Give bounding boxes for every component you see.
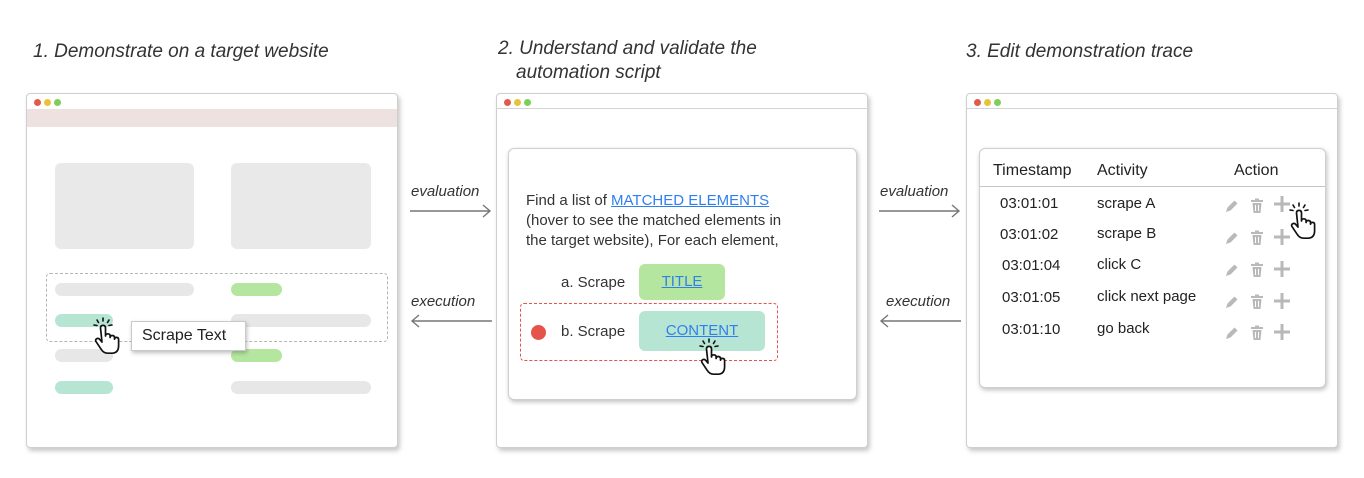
plus-icon[interactable] <box>1273 292 1291 310</box>
list-item-bar <box>231 283 282 296</box>
list-item-bar <box>55 381 113 394</box>
plus-icon[interactable] <box>1273 323 1291 341</box>
active-step-box <box>520 303 778 361</box>
minimize-dot[interactable] <box>44 99 51 106</box>
execution-arrow <box>879 314 961 328</box>
step2-title-line2: automation script <box>516 62 661 83</box>
hand-cursor-icon <box>93 317 120 355</box>
browser-toolbar <box>27 109 397 127</box>
row-activity[interactable]: click next page <box>1097 288 1197 305</box>
row-activity[interactable]: click C <box>1097 256 1142 273</box>
header-action: Action <box>1234 162 1279 179</box>
plus-icon[interactable] <box>1273 260 1291 278</box>
titlebar-divider <box>967 108 1337 109</box>
list-item-bar <box>231 314 371 327</box>
plus-icon[interactable] <box>1273 195 1291 213</box>
trash-icon[interactable] <box>1248 229 1266 247</box>
row-timestamp: 03:01:02 <box>1000 226 1059 243</box>
row-activity[interactable]: scrape B <box>1097 225 1157 242</box>
plus-icon[interactable] <box>1273 228 1291 246</box>
evaluation-label: evaluation <box>880 183 949 200</box>
step-a-label: a. Scrape <box>561 274 626 291</box>
row-timestamp: 03:01:05 <box>1002 289 1061 306</box>
scrape-text-tooltip[interactable]: Scrape Text <box>131 321 246 351</box>
step-b-label: b. Scrape <box>561 323 626 340</box>
trash-icon[interactable] <box>1248 261 1266 279</box>
execution-arrow <box>410 314 492 328</box>
pencil-icon[interactable] <box>1223 229 1241 247</box>
content-link[interactable]: CONTENT <box>665 322 739 339</box>
record-dot-icon <box>531 325 546 340</box>
list-item-bar[interactable] <box>55 314 113 327</box>
trash-icon[interactable] <box>1248 197 1266 215</box>
script-intro: Find a list of MATCHED ELEMENTS (hover t… <box>526 191 846 251</box>
pencil-icon[interactable] <box>1223 293 1241 311</box>
trash-icon[interactable] <box>1248 324 1266 342</box>
maximize-dot[interactable] <box>54 99 61 106</box>
close-dot[interactable] <box>34 99 41 106</box>
row-activity[interactable]: scrape A <box>1097 195 1156 212</box>
list-item-bar <box>231 349 282 362</box>
window-controls <box>974 99 1001 107</box>
matched-elements-link[interactable]: MATCHED ELEMENTS <box>611 192 770 209</box>
tooltip-label: Scrape Text <box>142 327 227 344</box>
step1-title: 1. Demonstrate on a target website <box>33 41 329 62</box>
evaluation-label: evaluation <box>411 183 480 200</box>
evaluation-arrow <box>879 204 961 218</box>
maximize-dot[interactable] <box>524 99 531 106</box>
step-b-content-chip[interactable]: CONTENT <box>639 311 765 351</box>
minimize-dot[interactable] <box>514 99 521 106</box>
script-intro-line2: (hover to see the matched elements in <box>526 212 782 229</box>
header-divider <box>980 186 1325 187</box>
list-item-bar <box>55 349 113 362</box>
title-link[interactable]: TITLE <box>661 273 703 290</box>
execution-label: execution <box>411 293 476 310</box>
pencil-icon[interactable] <box>1223 324 1241 342</box>
content-card-right <box>231 163 371 249</box>
pencil-icon[interactable] <box>1223 261 1241 279</box>
row-timestamp: 03:01:10 <box>1002 321 1061 338</box>
trace-table: Timestamp Activity Action 03:01:01 scrap… <box>979 148 1326 388</box>
content-card-left <box>55 163 194 249</box>
minimize-dot[interactable] <box>984 99 991 106</box>
hand-cursor-icon <box>699 338 726 376</box>
row-activity[interactable]: go back <box>1097 320 1150 337</box>
header-activity: Activity <box>1097 162 1148 179</box>
step-a-title-chip[interactable]: TITLE <box>639 264 725 300</box>
script-intro-line3: the target website), For each element, <box>526 232 779 249</box>
step3-title: 3. Edit demonstration trace <box>966 41 1194 62</box>
trash-icon[interactable] <box>1248 293 1266 311</box>
execution-label: execution <box>886 293 951 310</box>
trace-window: Timestamp Activity Action 03:01:01 scrap… <box>966 93 1338 448</box>
intro-prefix: Find a list of <box>526 192 612 209</box>
script-window: Find a list of MATCHED ELEMENTS (hover t… <box>496 93 868 448</box>
window-controls <box>34 99 61 107</box>
hand-cursor-icon <box>1289 202 1316 240</box>
list-item-bar <box>55 283 194 296</box>
script-intro-line1: Find a list of MATCHED ELEMENTS <box>526 191 846 211</box>
row-timestamp: 03:01:04 <box>1002 257 1061 274</box>
evaluation-arrow <box>410 204 492 218</box>
maximize-dot[interactable] <box>994 99 1001 106</box>
pencil-icon[interactable] <box>1223 197 1241 215</box>
step2-title-line1: 2. Understand and validate the <box>498 38 757 59</box>
script-panel: Find a list of MATCHED ELEMENTS (hover t… <box>508 148 857 400</box>
row-timestamp: 03:01:01 <box>1000 195 1059 212</box>
header-timestamp: Timestamp <box>993 162 1072 179</box>
list-item-bar <box>231 381 371 394</box>
close-dot[interactable] <box>504 99 511 106</box>
titlebar-divider <box>497 108 867 109</box>
close-dot[interactable] <box>974 99 981 106</box>
window-controls <box>504 99 531 107</box>
website-window: Scrape Text <box>26 93 398 448</box>
